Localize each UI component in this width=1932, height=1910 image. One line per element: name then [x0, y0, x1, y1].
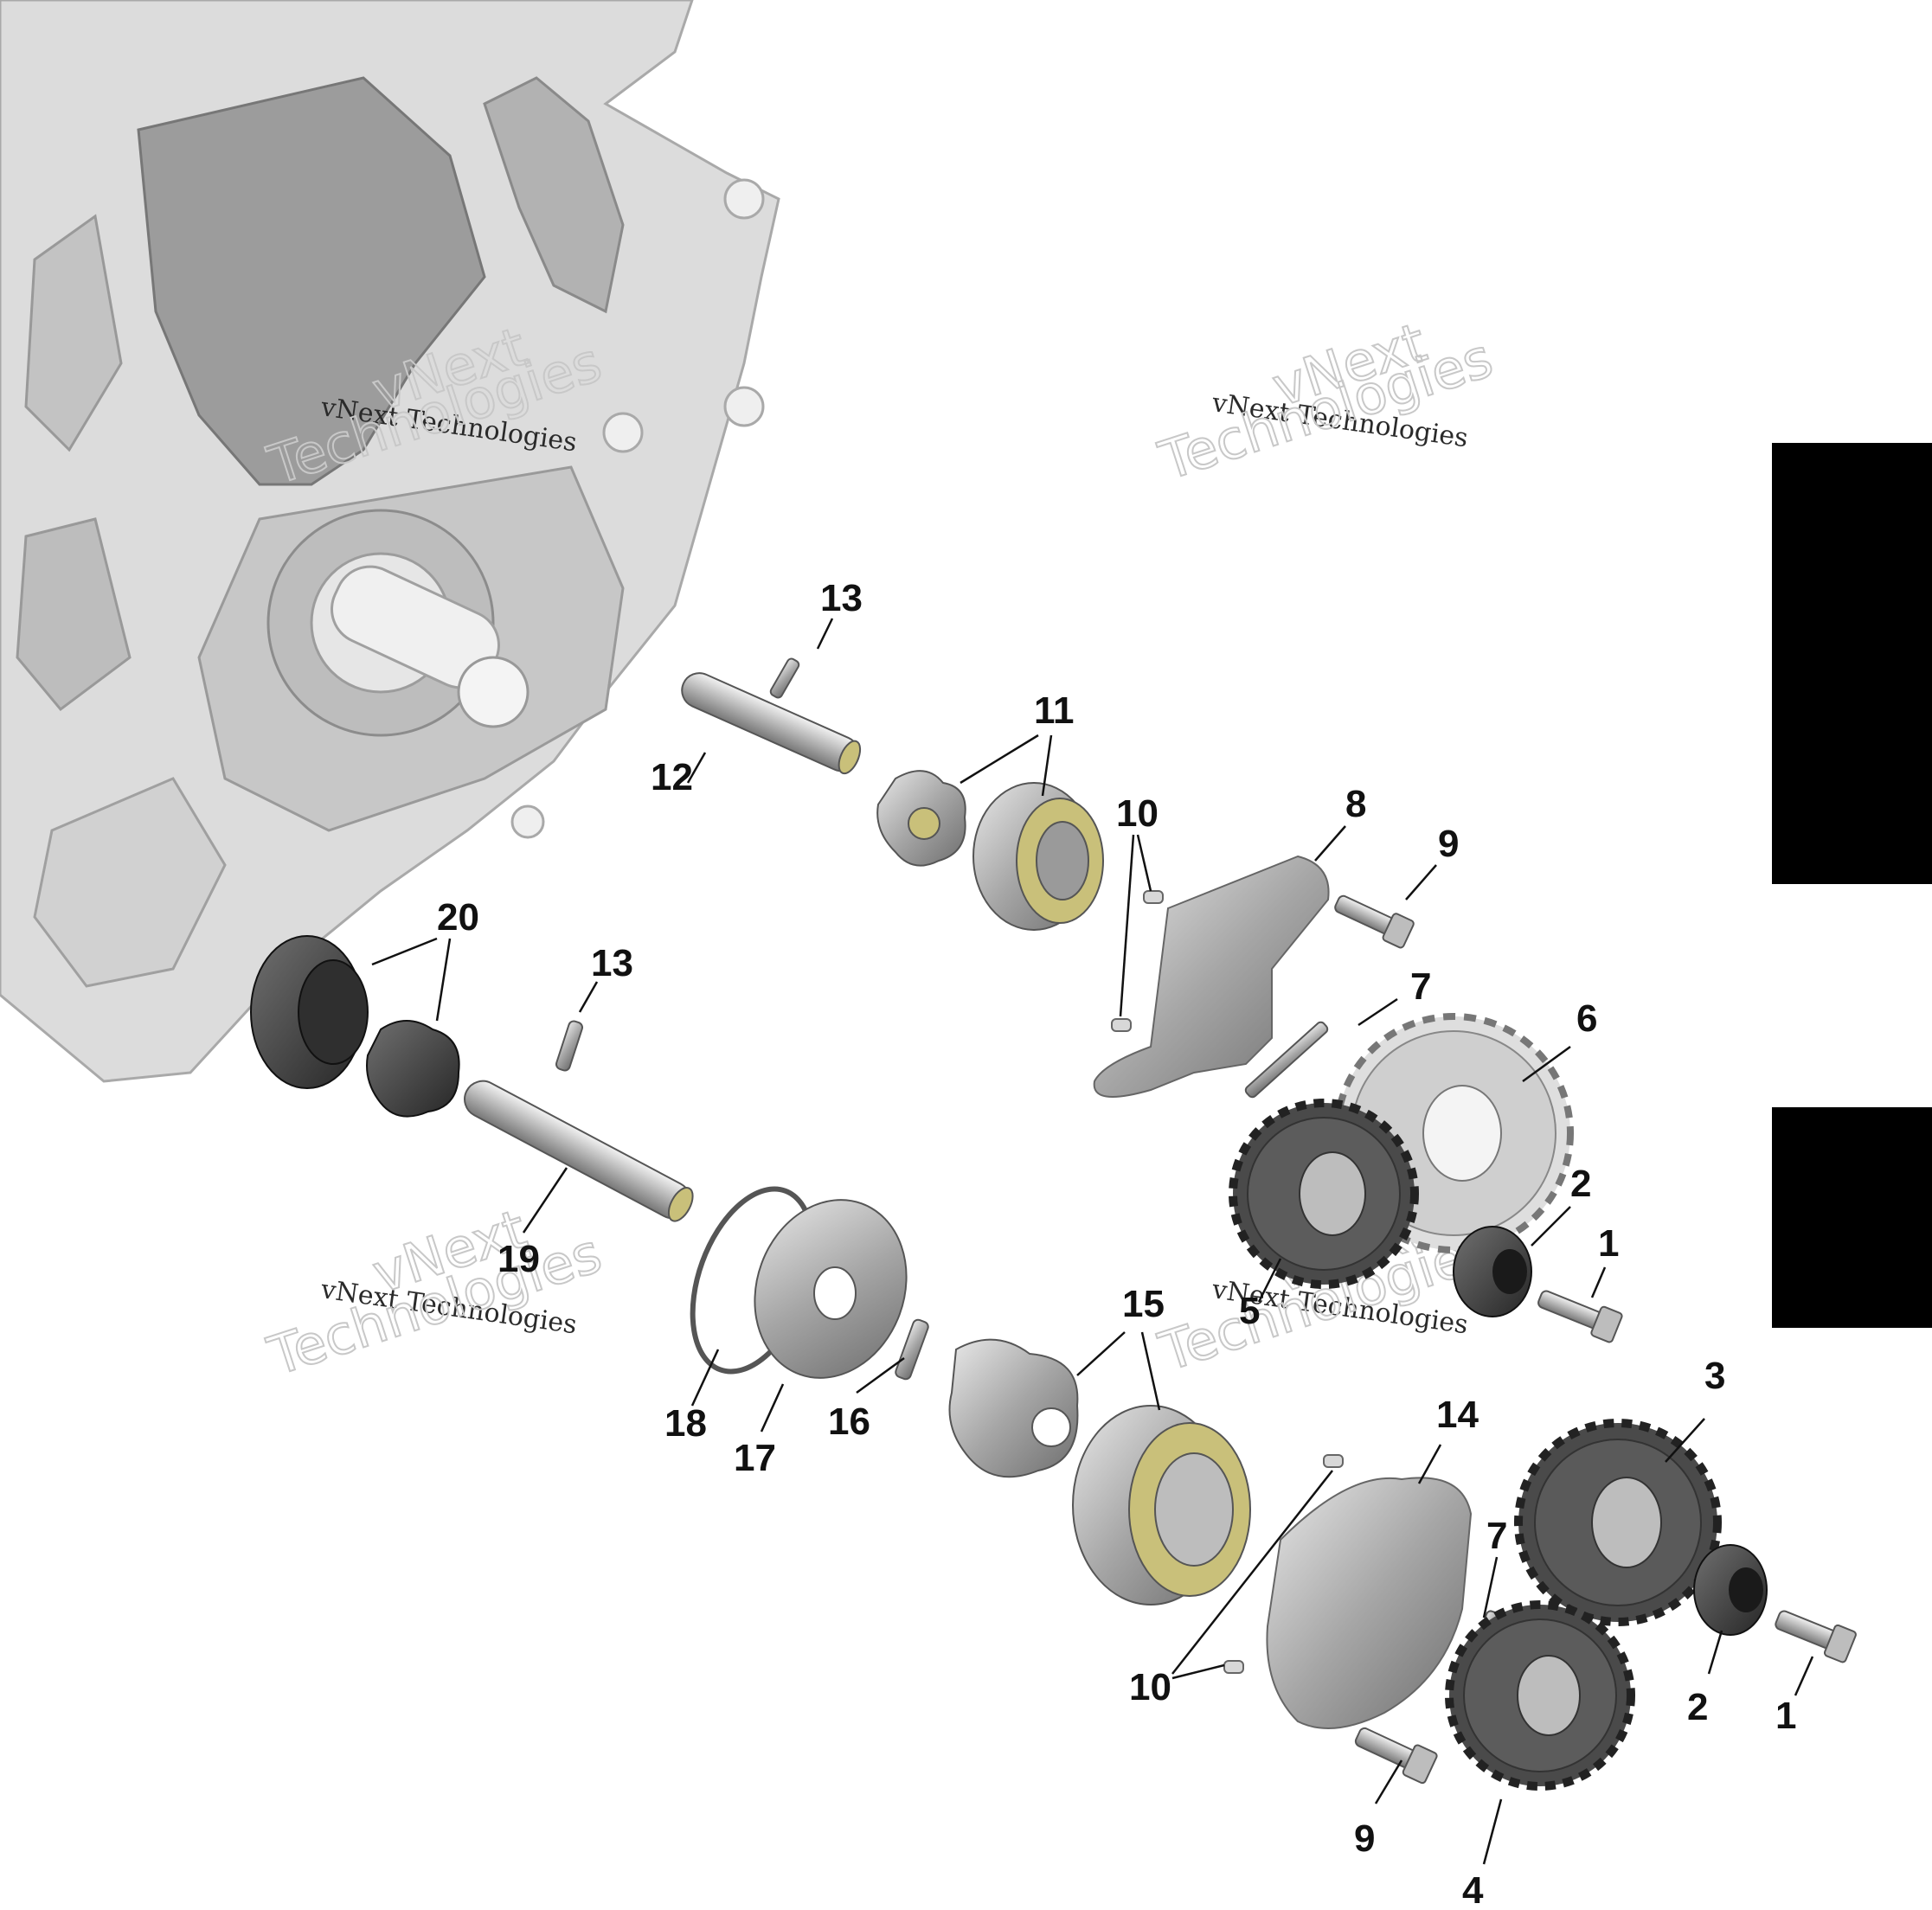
callout-8: 8 [1345, 783, 1366, 825]
callout-1-upper: 1 [1598, 1222, 1619, 1265]
engine-crankcase-housing [0, 0, 780, 1083]
watermark-bottom-left: vNext Technologies vNext Technologies [260, 1196, 609, 1389]
callout-4: 4 [1462, 1869, 1484, 1910]
bolt-9-lower [1354, 1727, 1438, 1785]
callout-19: 19 [497, 1238, 540, 1280]
leader-lines [371, 618, 1814, 1865]
callout-10-lower: 10 [1129, 1666, 1171, 1708]
pump-shaft-19 [464, 1080, 694, 1222]
callout-5: 5 [1239, 1290, 1260, 1332]
nut-2-lower [1693, 1544, 1768, 1636]
bolt-1-upper [1537, 1290, 1623, 1343]
pump-shaft-12 [681, 672, 862, 775]
gear-5 [1229, 1099, 1419, 1289]
callout-16: 16 [828, 1400, 870, 1443]
inner-rotor-15 [948, 1338, 1079, 1478]
side-tab-lower [1772, 1107, 1932, 1328]
outer-rotor-15 [1072, 1405, 1251, 1606]
inner-rotor-11-bore [908, 807, 940, 840]
dowel-pin-10-upper-b [1111, 1018, 1132, 1032]
callout-9-lower: 9 [1354, 1817, 1375, 1860]
callout-7-lower: 7 [1486, 1515, 1507, 1557]
side-tab-upper [1772, 443, 1932, 884]
pump-cover-14 [1266, 1477, 1473, 1729]
pin-16 [895, 1318, 929, 1381]
inner-rotor-15-bore [1031, 1407, 1071, 1447]
dowel-pin-10-lower-a [1323, 1454, 1344, 1468]
callout-10-upper: 10 [1116, 792, 1159, 835]
callout-17: 17 [734, 1437, 776, 1479]
callout-15: 15 [1122, 1283, 1165, 1325]
callout-20: 20 [437, 896, 479, 939]
callout-13-lower: 13 [591, 942, 633, 984]
callout-18: 18 [664, 1402, 707, 1445]
callout-3: 3 [1704, 1355, 1725, 1397]
callout-2-upper: 2 [1570, 1163, 1591, 1205]
callout-11: 11 [1034, 689, 1075, 732]
callout-1-lower: 1 [1775, 1695, 1796, 1737]
callout-14: 14 [1436, 1394, 1479, 1436]
callout-12: 12 [651, 756, 693, 798]
callout-13-upper: 13 [820, 577, 863, 619]
callouts: 13 12 11 10 8 9 7 6 2 1 5 20 13 19 18 17… [437, 577, 1796, 1910]
roll-pin-13-upper [769, 657, 800, 699]
bolt-9-upper [1334, 894, 1415, 949]
watermark-top-right: vNext Technologies vNext Technologies [1151, 310, 1500, 494]
nut-2-upper [1453, 1226, 1532, 1317]
outer-rotor-20 [250, 935, 369, 1089]
dowel-pin-10-lower-b [1223, 1660, 1244, 1674]
callout-6: 6 [1576, 997, 1597, 1040]
gear-3 [1514, 1419, 1722, 1626]
roll-pin-13-lower [555, 1020, 584, 1072]
dowel-pin-10-upper-a [1143, 890, 1164, 904]
bolt-1-lower [1775, 1610, 1857, 1663]
callout-2-lower: 2 [1687, 1686, 1708, 1728]
pump-cover-8 [1093, 855, 1330, 1098]
callout-7-upper: 7 [1410, 965, 1431, 1008]
gear-4 [1445, 1600, 1635, 1791]
callout-9-upper: 9 [1438, 823, 1459, 865]
inner-rotor-20 [366, 1020, 460, 1118]
pump-housing-17 [754, 1199, 908, 1379]
pin-7-upper [1244, 1021, 1329, 1099]
gear-6 [1333, 1013, 1574, 1253]
outer-rotor-11 [972, 782, 1104, 931]
